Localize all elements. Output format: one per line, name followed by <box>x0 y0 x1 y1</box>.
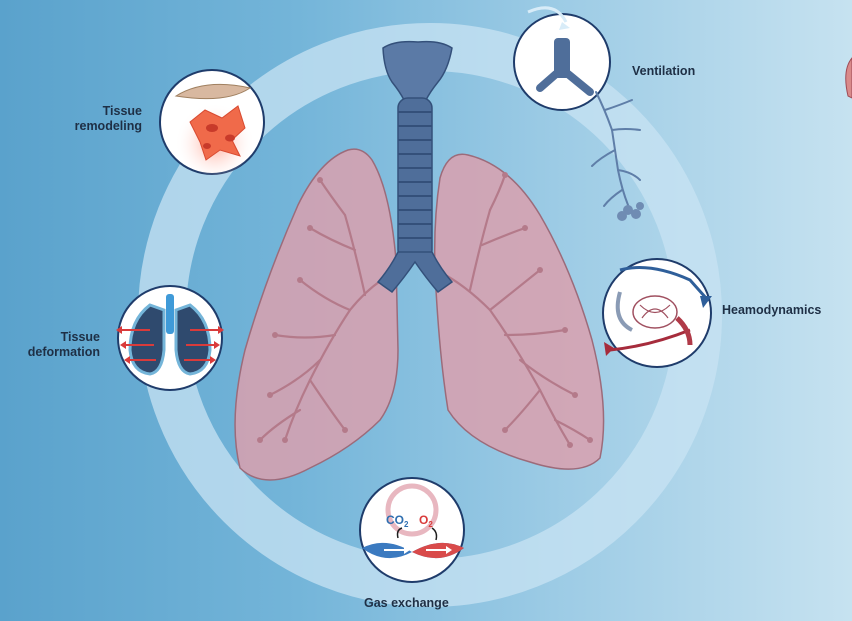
tissue-remodeling-label: Tissue remodeling <box>40 104 142 134</box>
trachea-tube <box>398 98 432 260</box>
heamodynamics-label: Heamodynamics <box>722 303 821 318</box>
left-lung <box>435 154 604 469</box>
tissue-deformation-label: Tissue deformation <box>6 330 100 360</box>
gas-exchange-icon: CO2 O2 <box>360 478 464 582</box>
tissue-remodeling-icon <box>160 70 264 175</box>
edge-heart-shape <box>846 58 852 98</box>
tissue-remodeling-line-2: remodeling <box>40 119 142 134</box>
gas-exchange-label: Gas exchange <box>364 596 449 611</box>
larynx <box>383 42 452 100</box>
ventilation-label: Ventilation <box>632 64 695 79</box>
right-lung <box>235 149 398 480</box>
tissue-remodeling-line-1: Tissue <box>40 104 142 119</box>
tissue-deformation-icon <box>116 286 224 390</box>
tissue-deformation-line-1: Tissue <box>6 330 100 345</box>
heamodynamics-icon <box>603 259 712 367</box>
tissue-deformation-line-2: deformation <box>6 345 100 360</box>
